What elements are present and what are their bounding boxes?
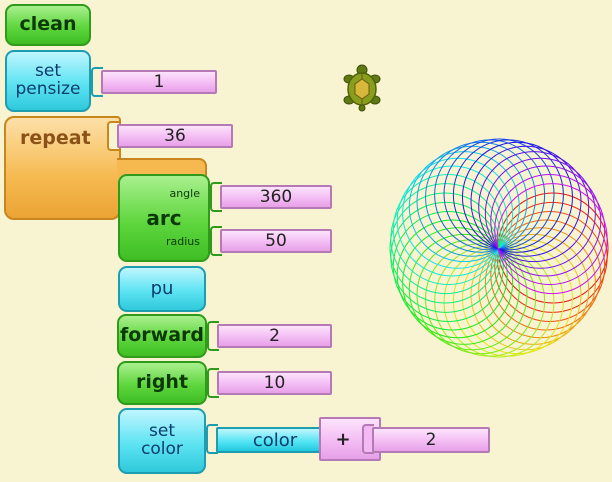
spiro-circle [392,210,504,322]
spiro-circle [494,210,606,322]
pu-block[interactable]: pu [118,266,206,312]
set-pensize-block[interactable]: set pensize [5,50,91,112]
spiro-circle [416,239,528,351]
color-reporter-label: color [252,429,298,451]
spiro-circle [396,165,508,277]
clean-label: clean [19,13,77,36]
spiro-circle [497,192,609,304]
spiro-circle [461,243,573,355]
spiro-circle [452,139,564,251]
spiro-circle [478,151,590,263]
forward-input[interactable]: 2 [217,324,332,348]
color-add-input[interactable]: 2 [372,427,490,453]
spiro-circle [470,145,582,257]
pensize-input[interactable]: 1 [101,70,217,94]
pu-label: pu [150,277,174,299]
set-color-block[interactable]: set color [118,408,206,474]
color-reporter[interactable]: color [216,427,334,453]
arc-label: arc [146,205,182,230]
forward-value: 2 [269,326,280,346]
arc-angle-label: angle [169,187,200,200]
spiro-circle [443,246,555,358]
pensize-value: 1 [153,72,165,92]
spiro-circle [490,165,602,277]
arc-angle-value: 360 [259,187,293,207]
spiro-circle [490,219,602,331]
arc-radius-socket [210,226,222,256]
set-pensize-socket [91,67,103,97]
arc-angle-input[interactable]: 360 [220,185,332,209]
set-pensize-label: set pensize [15,61,81,99]
repeat-count-value: 36 [164,126,186,146]
spiro-circle [496,183,608,295]
arc-angle-socket [210,182,222,212]
spirograph-drawing [389,138,609,358]
turtle-icon[interactable] [340,64,384,112]
plus-socket [362,424,374,454]
right-value: 10 [263,373,286,393]
spiro-circle [390,183,502,295]
set-color-socket [206,424,218,454]
spiro-circle [425,243,537,355]
repeat-count-input[interactable]: 36 [117,124,233,148]
repeat-label: repeat [20,127,91,149]
color-add-value: 2 [425,430,437,450]
arc-radius-value: 50 [265,231,287,251]
spiro-circle [461,141,573,253]
spiro-circle [443,138,555,250]
forward-label: forward [119,324,205,347]
right-block[interactable]: right [117,361,207,405]
arc-block[interactable]: angle arc radius [118,174,210,262]
arc-radius-input[interactable]: 50 [220,229,332,253]
repeat-socket [107,121,119,151]
spiro-circle [389,192,501,304]
forward-block[interactable]: forward [117,314,207,358]
right-socket [207,368,219,398]
arc-radius-label: radius [165,235,200,249]
spiro-circle [425,141,537,253]
spiro-circle [494,174,606,286]
spiro-circle [392,174,504,286]
set-color-label: set color [141,421,183,459]
right-label: right [135,371,189,394]
repeat-block[interactable]: repeat [4,116,121,220]
spiro-circle [484,157,596,269]
plus-operator-label: + [335,428,351,450]
clean-block[interactable]: clean [5,4,91,46]
right-input[interactable]: 10 [217,371,332,395]
forward-socket [207,321,219,351]
